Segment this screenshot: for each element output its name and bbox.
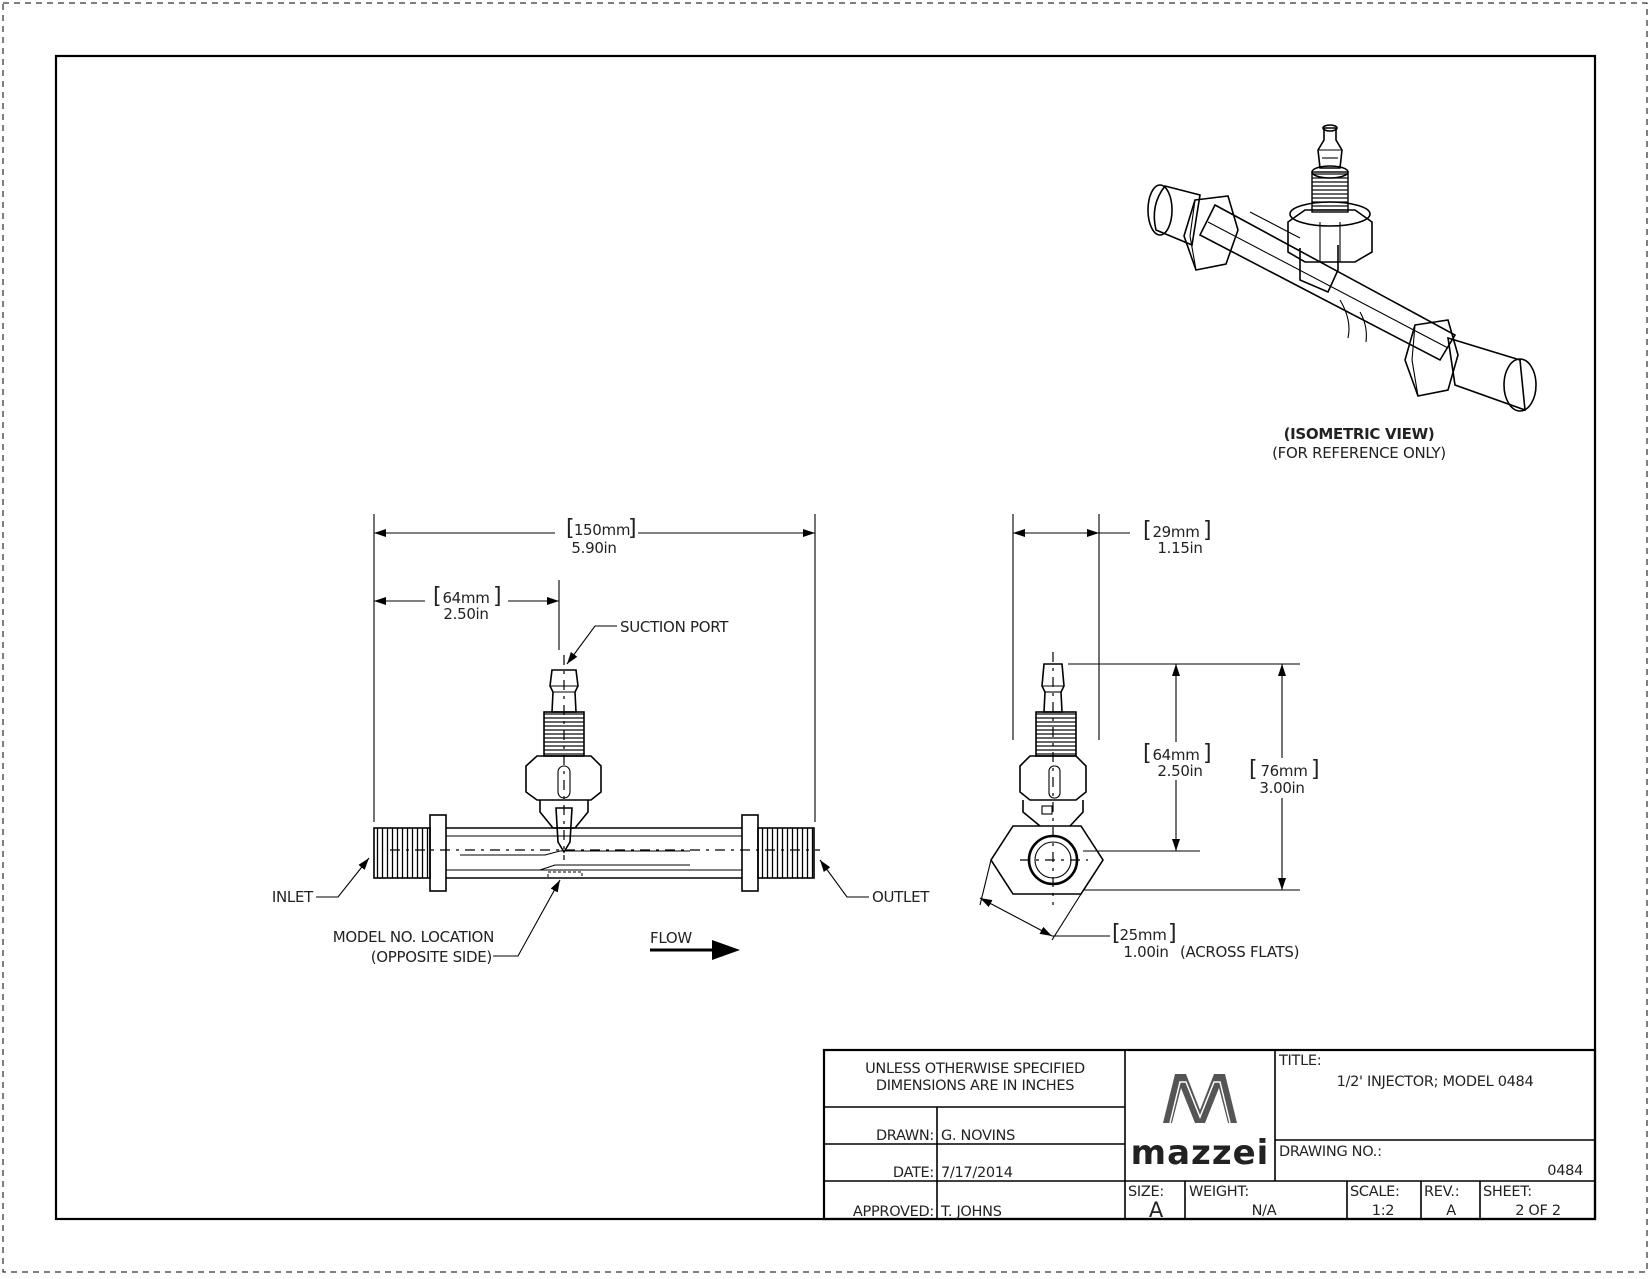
title-block: [822, 1048, 1597, 1221]
weight-label: WEIGHT:: [1189, 1184, 1249, 1200]
sheet-label: SHEET:: [1483, 1184, 1532, 1200]
drawing-title: 1/2' INJECTOR; MODEL 0484: [1337, 1074, 1534, 1090]
drawing-no-value: 0484: [1547, 1163, 1583, 1179]
inlet-label: INLET: [272, 888, 314, 906]
drawn-value: G. NOVINS: [941, 1128, 1015, 1144]
svg-text:]: ]: [1168, 921, 1177, 946]
across-flats-mm: 25mm: [1119, 926, 1166, 944]
mazzei-logo-mark: [1163, 1074, 1237, 1124]
svg-text:[: [: [1143, 518, 1152, 543]
rev-value: A: [1446, 1203, 1456, 1219]
overall-length-in: 5.90in: [571, 539, 616, 557]
scale-label: SCALE:: [1350, 1184, 1400, 1200]
scale-value: 1:2: [1372, 1203, 1394, 1219]
suction-height-in: 2.50in: [1157, 762, 1202, 780]
size-value: A: [1149, 1198, 1164, 1222]
approved-value: T. JOHNS: [940, 1204, 1002, 1220]
side-view: [990, 652, 1104, 905]
overall-height-mm: 76mm: [1260, 762, 1307, 780]
front-view: [373, 655, 820, 892]
isometric-view: [1147, 124, 1537, 412]
size-label: SIZE:: [1128, 1184, 1164, 1200]
svg-text:[: [: [433, 584, 442, 609]
svg-text:]: ]: [628, 516, 637, 541]
svg-text:]: ]: [1203, 741, 1212, 766]
isometric-subtitle: (FOR REFERENCE ONLY): [1272, 444, 1446, 462]
date-label: DATE:: [893, 1165, 934, 1181]
across-flats-in: 1.00in: [1123, 943, 1168, 961]
port-offset-mm: 64mm: [442, 589, 489, 607]
svg-text:]: ]: [493, 584, 502, 609]
spec-note-line1: UNLESS OTHERWISE SPECIFIED: [865, 1061, 1085, 1077]
flow-label: FLOW: [650, 929, 692, 947]
width-in: 1.15in: [1157, 539, 1202, 557]
drawing-no-label: DRAWING NO.:: [1279, 1144, 1382, 1160]
suction-port-label: SUCTION PORT: [620, 618, 729, 636]
svg-text:[: [: [1112, 921, 1121, 946]
svg-text:]: ]: [1203, 518, 1212, 543]
approved-label: APPROVED:: [853, 1204, 934, 1220]
rev-label: REV.:: [1424, 1184, 1459, 1200]
date-value: 7/17/2014: [941, 1165, 1013, 1181]
drawing-frame: [54, 54, 1597, 1221]
suction-height-mm: 64mm: [1152, 746, 1199, 764]
overall-height-in: 3.00in: [1259, 779, 1304, 797]
weight-value: N/A: [1252, 1203, 1277, 1219]
spec-note-line2: DIMENSIONS ARE IN INCHES: [876, 1078, 1074, 1094]
width-mm: 29mm: [1152, 523, 1199, 541]
svg-text:[: [: [566, 516, 575, 541]
model-location-label: MODEL NO. LOCATION: [333, 928, 494, 946]
model-location-note: (OPPOSITE SIDE): [371, 948, 492, 966]
svg-text:[: [: [1249, 757, 1258, 782]
isometric-title: (ISOMETRIC VIEW): [1284, 425, 1435, 443]
title-label: TITLE:: [1278, 1053, 1321, 1069]
overall-length-mm: 150mm: [574, 521, 630, 539]
svg-text:]: ]: [1311, 757, 1320, 782]
svg-text:[: [: [1143, 741, 1152, 766]
front-dimensions: [316, 514, 869, 960]
mazzei-logo-text: mazzei: [1131, 1133, 1270, 1173]
sheet-value: 2 OF 2: [1515, 1203, 1561, 1219]
across-flats-note: (ACROSS FLATS): [1180, 943, 1299, 961]
outlet-label: OUTLET: [872, 888, 930, 906]
side-dimensions: [979, 514, 1300, 941]
drawn-label: DRAWN:: [876, 1128, 934, 1144]
port-offset-in: 2.50in: [443, 605, 488, 623]
